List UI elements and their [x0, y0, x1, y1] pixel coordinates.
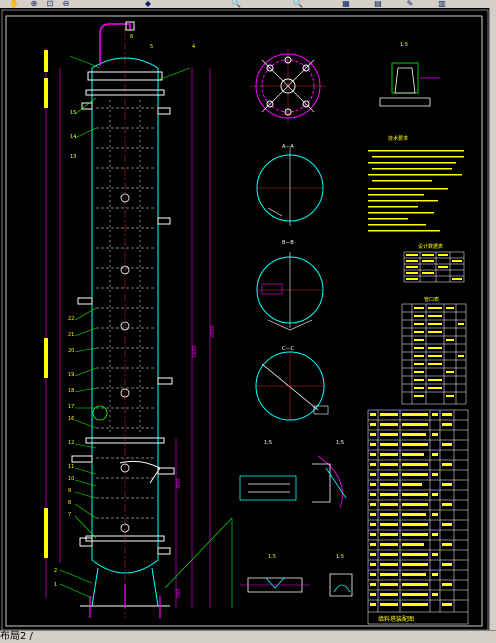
detail-left-bottom: [239, 475, 297, 501]
section-bb-view: [256, 252, 324, 331]
properties-icon[interactable]: ◆: [144, 0, 152, 8]
section-aa-label: A—A: [282, 144, 294, 150]
nozzle-table: [401, 303, 467, 405]
top-outlet-flange: [125, 21, 135, 31]
part-label: 15: [70, 110, 76, 116]
left-dimension-ticks: [44, 50, 48, 558]
part-label: 2: [54, 568, 57, 574]
part-label: 21: [68, 332, 74, 338]
section-bb-label: B—B: [282, 240, 294, 246]
detail-title: 1:5: [400, 42, 408, 48]
design-center-icon[interactable]: 🔍: [293, 0, 303, 8]
shell-section-dimension: 1600: [192, 345, 198, 358]
overall-height-dimension: 2800: [210, 325, 216, 338]
section-aa-view: [256, 148, 324, 226]
part-label: 12: [68, 440, 74, 446]
skirt-left: [91, 567, 99, 607]
left-dimension-chain: [45, 48, 61, 598]
notes-title: 技术要求: [388, 135, 408, 142]
part-label: 20: [68, 348, 74, 354]
part-label: 8: [68, 500, 71, 506]
cad-drawing: 2800 1600 800 500 15 14 13 22 21 20 19 1…: [1, 9, 489, 631]
feed-pipe: [119, 460, 161, 484]
drawing-canvas[interactable]: 2800 1600 800 500 15 14 13 22 21 20 19 1…: [0, 8, 490, 631]
detail-weld-left: [240, 577, 310, 593]
nozzle-table-title: 管口表: [424, 296, 439, 303]
bom-cells: [370, 413, 452, 606]
tool-palette-icon[interactable]: ▦: [342, 0, 350, 8]
technical-notes-lines: [368, 150, 464, 232]
shell-nozzles: [71, 102, 175, 555]
design-data-cells: [406, 254, 462, 280]
part-number-labels: 15 14 13 22 21 20 19 18 17 16 12 11 10 9…: [54, 34, 195, 588]
nozzle-circles: [92, 193, 130, 533]
sheet-set-icon[interactable]: ▤: [374, 0, 382, 8]
design-data-title: 设计数据表: [418, 243, 443, 250]
zoom-extents-icon[interactable]: 🔍: [231, 0, 241, 8]
tray-pattern: [96, 100, 154, 519]
drawing-border: [5, 15, 483, 627]
bottom-head: [91, 559, 159, 574]
part-label: 18: [68, 388, 74, 394]
bottom-outlet: [89, 584, 161, 618]
bom-table: [367, 409, 469, 625]
part-label: 19: [68, 372, 74, 378]
skirt-right: [151, 567, 159, 607]
calculator-icon[interactable]: ▥: [438, 0, 446, 8]
part-label: 10: [68, 476, 74, 482]
markup-icon[interactable]: ✎: [406, 0, 414, 8]
section-cc-label: C—C: [282, 346, 294, 352]
part-label: 17: [68, 404, 74, 410]
design-data-table: [403, 251, 465, 283]
zoom-realtime-icon[interactable]: ⊕: [30, 0, 38, 8]
nozzle-table-cells: [414, 307, 464, 397]
part-label: 14: [70, 134, 76, 140]
scale-label: 1:5: [336, 440, 344, 446]
lower-section-dimension: 800: [176, 478, 182, 488]
part-label: 5: [150, 44, 153, 50]
pan-icon[interactable]: ✋: [9, 0, 19, 8]
part-label: 4: [192, 44, 195, 50]
vertical-scrollbar[interactable]: [489, 8, 496, 630]
zoom-previous-icon[interactable]: ⊖: [62, 0, 70, 8]
title-block-caption: 填料塔装配图: [378, 615, 414, 623]
scale-label: 1:5: [264, 440, 272, 446]
part-label: 13: [70, 154, 76, 160]
part-label: 1: [54, 582, 57, 588]
section-cc-view: [255, 351, 329, 421]
bottom-section-dimension: 500: [176, 588, 182, 598]
top-plan-view: [250, 48, 326, 124]
scale-label: 1:5: [336, 554, 344, 560]
right-dimension-chain: [175, 68, 211, 608]
part-label: 11: [68, 464, 74, 470]
layout-tab-bar: 布局2 /: [0, 630, 496, 643]
part-label: 6: [130, 34, 133, 40]
tab-layout2[interactable]: 布局2 /: [0, 631, 33, 642]
scale-label: 1:5: [268, 554, 276, 560]
detail-top-right: [379, 62, 440, 107]
part-label: 9: [68, 488, 71, 494]
leader-lines: [59, 55, 233, 599]
top-outlet-pipe: [99, 23, 131, 66]
part-label: 16: [68, 416, 74, 422]
part-label: 7: [68, 512, 71, 518]
part-label: 22: [68, 316, 74, 322]
detail-right-bottom: [312, 455, 347, 509]
detail-weld-right: [329, 573, 353, 597]
zoom-window-icon[interactable]: ⊡: [46, 0, 54, 8]
